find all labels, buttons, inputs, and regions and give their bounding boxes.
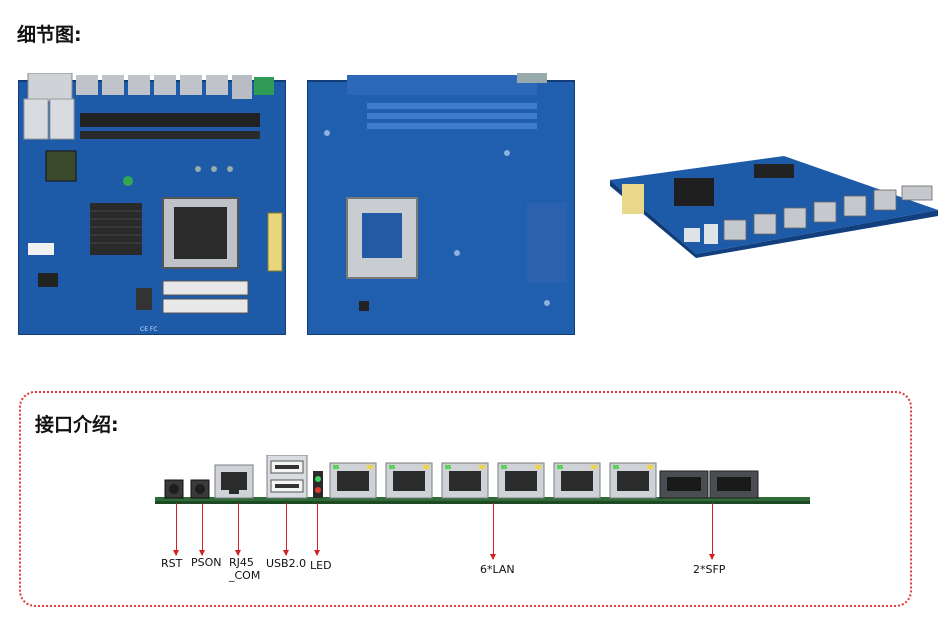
usb-arrow (283, 503, 289, 556)
lan-arrow (490, 503, 496, 560)
rj45-label-line1: RJ45 (229, 556, 254, 569)
interface-section-title: 接口介绍: (35, 414, 119, 436)
usb-port-icon (266, 455, 308, 499)
lan-port-icon (609, 462, 657, 499)
lan-label: 6*LAN (480, 563, 515, 576)
led-arrow (314, 503, 320, 556)
lan-port-icon (441, 462, 489, 499)
io-panel-illustration (155, 455, 810, 504)
rst-label: RST (161, 557, 183, 570)
board-certification-logo: CE FC (140, 326, 158, 333)
sfp-label: 2*SFP (693, 563, 726, 576)
lan-port-icon (497, 462, 545, 499)
lan-port-icon (553, 462, 601, 499)
led-label: LED (310, 559, 332, 572)
motherboard-front-photo: CE FC (18, 73, 286, 335)
lan-port-icon (329, 462, 377, 499)
pson-label: PSON (191, 556, 222, 569)
sfp-arrow (709, 503, 715, 560)
sfp-port-icon (659, 470, 709, 499)
motherboard-back-photo (307, 73, 575, 335)
rj45-label-line2: _COM (229, 569, 261, 582)
pson-arrow (199, 503, 205, 556)
interface-section-frame (19, 391, 912, 607)
usb-label: USB2.0 (266, 557, 307, 570)
detail-section-title: 细节图: (17, 24, 82, 46)
lan-port-icon (385, 462, 433, 499)
rj45-com-port-icon (214, 464, 254, 499)
motherboard-angled-photo (610, 156, 938, 258)
sfp-port-icon (709, 470, 759, 499)
pson-button-icon (190, 479, 210, 499)
rst-button-icon (164, 479, 184, 499)
rj45-arrow (235, 503, 241, 556)
led-indicator-icon (313, 471, 323, 498)
rst-arrow (173, 503, 179, 556)
